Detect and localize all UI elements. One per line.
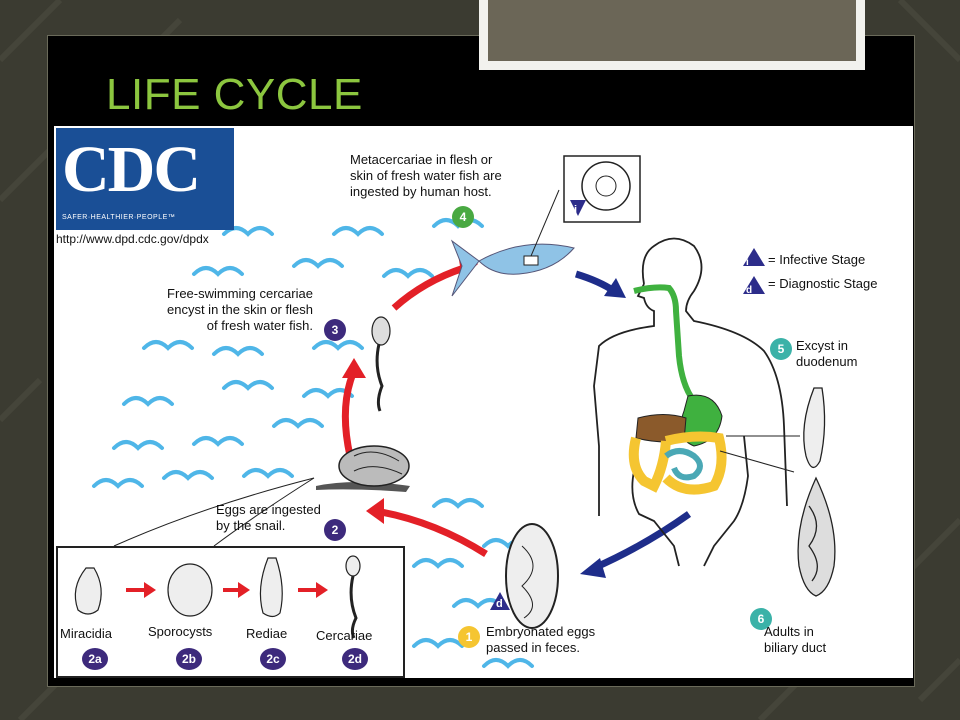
stage-2-text: Eggs are ingested by the snail. — [216, 502, 321, 533]
snail-stage-2a-badge: 2a — [82, 648, 108, 670]
stage-4-text: Metacercariae in flesh or skin of fresh … — [350, 152, 502, 199]
stage-3-text: Free-swimming cercariae encyst in the sk… — [167, 286, 313, 333]
legend-infective-icon — [743, 248, 765, 266]
stage-5-text: Excyst in duodenum — [796, 338, 858, 369]
legend-diagnostic-icon — [743, 276, 765, 294]
legend-infective-symbol: i — [746, 257, 749, 268]
stage-1-text: Embryonated eggs passed in feces. — [486, 624, 596, 655]
cercaria-illustration — [371, 316, 391, 412]
metacercaria-inset — [563, 155, 641, 223]
digestive-tract — [628, 284, 727, 495]
cdc-logo-text: CDC — [62, 133, 201, 206]
excysted-larva — [803, 387, 826, 468]
stage-6-text: Adults in biliary duct — [764, 624, 827, 655]
slide-title: LIFE CYCLE — [106, 70, 363, 119]
fish-illustration — [450, 189, 575, 297]
red-cycle-arrows — [341, 264, 488, 557]
legend-diagnostic-symbol: d — [746, 285, 753, 296]
snail-stage-2c-label: Rediae — [246, 626, 288, 641]
life-cycle-diagram: CDC SAFER·HEALTHIER·PEOPLE™ http://www.d… — [54, 126, 913, 678]
snail-stage-2b-label: Sporocysts — [148, 624, 213, 639]
stage-4-badge: 4 — [452, 206, 474, 228]
adult-fluke — [797, 476, 836, 597]
cdc-logo: CDC SAFER·HEALTHIER·PEOPLE™ — [56, 128, 234, 230]
stage-3-badge: 3 — [324, 319, 346, 341]
fish-infective-marker: i — [574, 204, 578, 216]
cdc-url[interactable]: http://www.dpd.cdc.gov/dpdx — [56, 232, 209, 246]
snail-illustration — [316, 445, 410, 492]
stage-5-badge: 5 — [770, 338, 792, 360]
stage-2-badge: 2 — [324, 519, 346, 541]
snail-stages-graphics — [74, 555, 361, 639]
snail-stage-2d-badge: 2d — [342, 648, 368, 670]
embryonated-egg — [490, 523, 559, 629]
cdc-tagline: SAFER·HEALTHIER·PEOPLE™ — [62, 214, 176, 221]
snail-stage-2d-label: Cercariae — [316, 628, 373, 643]
stage-1-badge: 1 — [458, 626, 480, 648]
snail-stage-2b-badge: 2b — [176, 648, 202, 670]
legend-diagnostic-label: = Diagnostic Stage — [768, 276, 878, 291]
snail-stage-2a-label: Miracidia — [60, 626, 113, 641]
snail-stages-inset: Miracidia Sporocysts Rediae Cercariae 2a… — [56, 546, 405, 678]
stage-6-badge: 6 — [750, 608, 772, 630]
egg-diagnostic-marker: d — [496, 598, 503, 610]
snail-stage-2c-badge: 2c — [260, 648, 286, 670]
legend-infective-label: = Infective Stage — [768, 252, 866, 267]
diagram-graphics — [92, 155, 836, 669]
human-body — [593, 237, 788, 567]
decorative-panel — [488, 0, 856, 61]
